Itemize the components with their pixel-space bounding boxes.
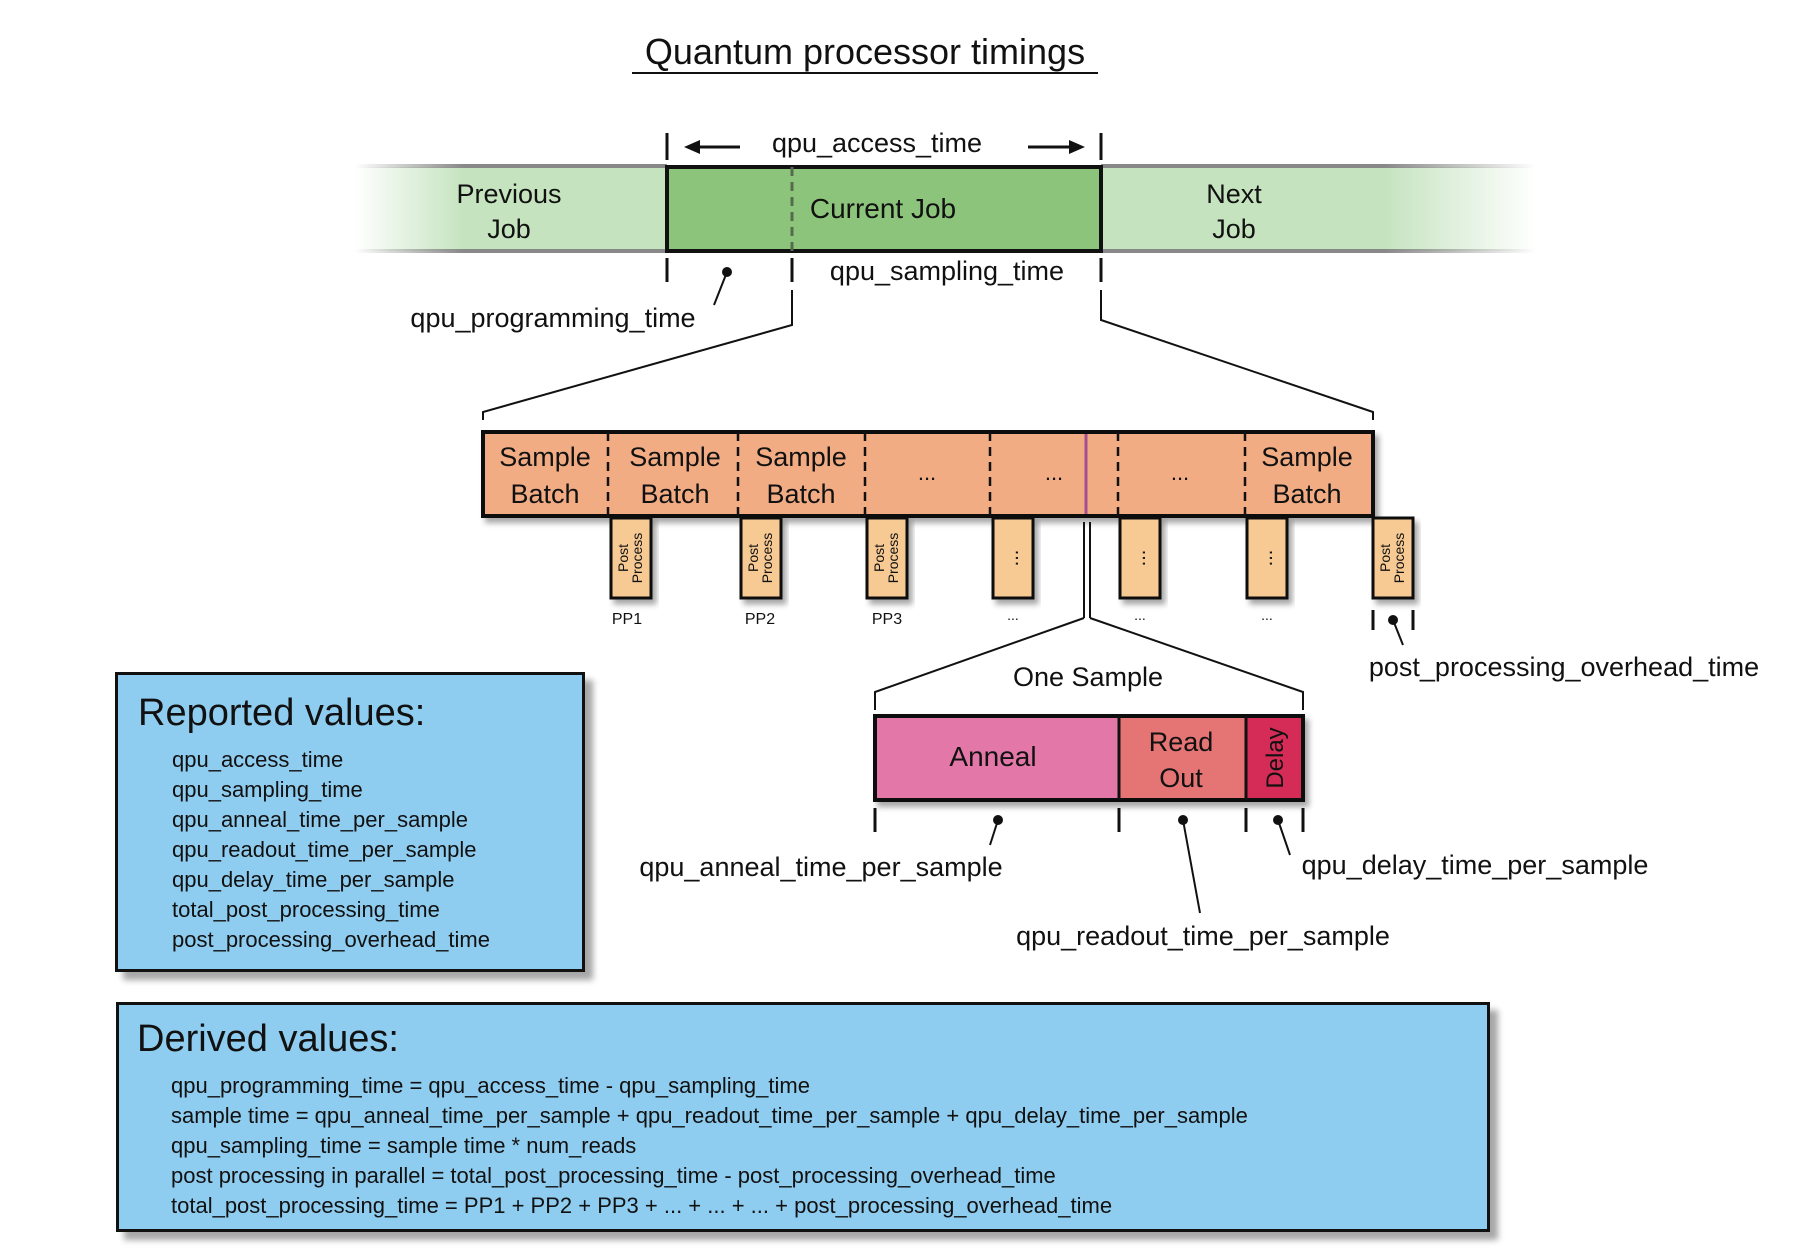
reported-value-item: qpu_sampling_time xyxy=(172,776,363,802)
pp-label-2: PP2 xyxy=(745,611,775,628)
previous-job-label-line1: Previous xyxy=(456,179,561,209)
post-process-block-4 xyxy=(991,516,1035,600)
overhead-time-label: post_processing_overhead_time xyxy=(1369,652,1759,682)
next-job-label-line2: Job xyxy=(1212,214,1256,244)
post-process-final-line2: Process xyxy=(1391,533,1407,584)
derived-values-box: Derived values: qpu_programming_time = q… xyxy=(116,1002,1490,1232)
post-process-1-line2: Process xyxy=(629,533,645,584)
post-process-3-line1: Post xyxy=(871,544,887,572)
next-job-block xyxy=(1101,167,1536,251)
batch-7-label-line2: Batch xyxy=(1272,479,1341,509)
batch-6-label: ... xyxy=(1171,460,1189,485)
post-process-3-line2: Process xyxy=(885,533,901,584)
previous-job-label-line2: Job xyxy=(487,214,531,244)
post-process-4-ellipsis: ... xyxy=(1001,550,1023,567)
sample-batch-dividers xyxy=(606,432,1247,516)
post-process-block-1 xyxy=(609,516,653,600)
post-process-block-3 xyxy=(865,516,909,600)
readout-label-line1: Read xyxy=(1149,727,1214,757)
delay-label: Delay xyxy=(1262,727,1289,788)
post-process-2-line1: Post xyxy=(745,544,761,572)
job-timeline: Previous Job Next Job Current Job xyxy=(355,164,1536,253)
overhead-bracket: post_processing_overhead_time xyxy=(1369,610,1759,682)
delay-time-label: qpu_delay_time_per_sample xyxy=(1302,850,1649,880)
post-process-block-5 xyxy=(1118,516,1162,600)
delay-segment xyxy=(1246,718,1301,798)
batch-1-label-line2: Batch xyxy=(510,479,579,509)
next-job-label-line1: Next xyxy=(1206,179,1262,209)
readout-label-line2: Out xyxy=(1159,763,1203,793)
reported-value-item: qpu_readout_time_per_sample xyxy=(172,836,477,862)
current-job-block xyxy=(665,165,1103,253)
programming-sampling-brackets: qpu_programming_time qpu_sampling_time xyxy=(410,256,1103,333)
derived-value-formula: total_post_processing_time = PP1 + PP2 +… xyxy=(171,1192,1113,1218)
anneal-time-label: qpu_anneal_time_per_sample xyxy=(639,852,1002,882)
pp-label-3: PP3 xyxy=(872,611,902,628)
access-time-label: qpu_access_time xyxy=(772,128,982,158)
batch-2-label-line1: Sample xyxy=(629,442,721,472)
sample-brackets: qpu_anneal_time_per_sample qpu_readout_t… xyxy=(639,808,1648,951)
post-process-5-ellipsis: ... xyxy=(1128,550,1150,567)
derived-value-formula: post processing in parallel = total_post… xyxy=(171,1162,1056,1188)
batch-7-label-line1: Sample xyxy=(1261,442,1353,472)
reported-value-item: qpu_delay_time_per_sample xyxy=(172,866,455,892)
batch-3-label-line2: Batch xyxy=(766,479,835,509)
reported-values-box: Reported values: qpu_access_time qpu_sam… xyxy=(115,672,585,972)
current-job-label: Current Job xyxy=(810,193,956,224)
pp-label-4: ... xyxy=(1007,607,1019,623)
post-process-6-ellipsis: ... xyxy=(1255,550,1277,567)
sample-batches-background xyxy=(481,430,1375,518)
post-process-block-2 xyxy=(739,516,783,600)
reported-value-item: total_post_processing_time xyxy=(172,896,440,922)
pp-label-5: ... xyxy=(1134,607,1146,623)
batch-5-label: ... xyxy=(1045,460,1063,485)
readout-time-label: qpu_readout_time_per_sample xyxy=(1016,921,1390,951)
diagram-title: Quantum processor timings xyxy=(645,31,1085,72)
one-sample-bar: Anneal Read Out Delay xyxy=(873,714,1305,802)
reported-values-title: Reported values: xyxy=(138,692,426,734)
batch-1-label-line1: Sample xyxy=(499,442,591,472)
post-process-blocks: Post Process Post Process Post Process .… xyxy=(609,516,1415,600)
batch-3-label-line1: Sample xyxy=(755,442,847,472)
derived-value-formula: qpu_sampling_time = sample time * num_re… xyxy=(171,1132,637,1158)
post-process-block-final xyxy=(1371,516,1415,600)
batch-4-label: ... xyxy=(918,460,936,485)
anneal-label: Anneal xyxy=(949,741,1036,772)
sampling-time-label: qpu_sampling_time xyxy=(830,256,1064,286)
pp-labels: PP1 PP2 PP3 ... ... ... xyxy=(612,607,1273,628)
reported-value-item: qpu_access_time xyxy=(172,746,344,772)
programming-time-label: qpu_programming_time xyxy=(410,303,695,333)
pp-label-6: ... xyxy=(1261,607,1273,623)
zoom-lines-sample: One Sample xyxy=(874,522,1304,710)
anneal-segment xyxy=(877,718,1119,798)
post-process-1-line1: Post xyxy=(615,544,631,572)
post-process-2-line2: Process xyxy=(759,533,775,584)
post-process-final-line1: Post xyxy=(1377,544,1393,572)
derived-value-formula: qpu_programming_time = qpu_access_time -… xyxy=(171,1072,810,1098)
pp-label-1: PP1 xyxy=(612,611,642,628)
readout-segment xyxy=(1119,718,1246,798)
derived-values-title: Derived values: xyxy=(137,1018,399,1060)
derived-value-formula: sample time = qpu_anneal_time_per_sample… xyxy=(171,1102,1248,1128)
one-sample-label: One Sample xyxy=(1013,662,1163,692)
post-process-block-6 xyxy=(1245,516,1289,600)
previous-job-block xyxy=(355,167,667,251)
batch-2-label-line2: Batch xyxy=(640,479,709,509)
sample-batch-labels: Sample Batch Sample Batch Sample Batch .… xyxy=(499,442,1353,509)
access-time-bracket: qpu_access_time xyxy=(665,128,1103,160)
zoom-lines-batches xyxy=(482,290,1374,420)
reported-value-item: post_processing_overhead_time xyxy=(172,926,490,952)
reported-value-item: qpu_anneal_time_per_sample xyxy=(172,806,468,832)
sample-batches-bar xyxy=(481,430,1375,518)
